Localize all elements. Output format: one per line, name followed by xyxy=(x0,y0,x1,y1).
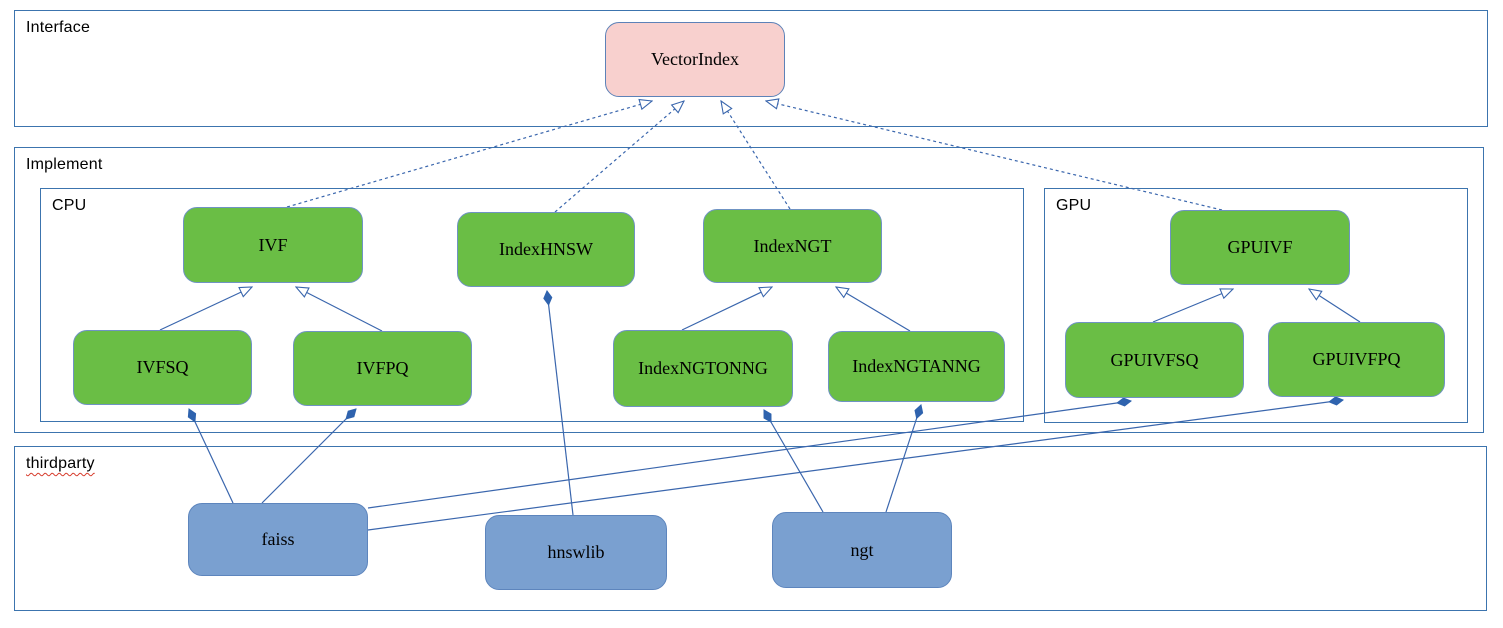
node-ivfpq[interactable]: IVFPQ xyxy=(293,331,472,406)
node-indexngtonng[interactable]: IndexNGTONNG xyxy=(613,330,793,407)
node-faiss[interactable]: faiss xyxy=(188,503,368,576)
node-vectorindex-label: VectorIndex xyxy=(651,49,739,69)
node-ivf-label: IVF xyxy=(258,234,288,255)
node-gpuivf[interactable]: GPUIVF xyxy=(1170,210,1350,285)
node-gpuivfsq[interactable]: GPUIVFSQ xyxy=(1065,322,1244,398)
node-gpuivfsq-label: GPUIVFSQ xyxy=(1110,349,1199,370)
node-indexngtanng-label: IndexNGTANNG xyxy=(852,356,981,376)
node-indexhnsw[interactable]: IndexHNSW xyxy=(457,212,635,287)
node-gpuivf-label: GPUIVF xyxy=(1227,237,1293,257)
section-gpu-label: GPU xyxy=(1056,197,1092,214)
node-gpuivfpq[interactable]: GPUIVFPQ xyxy=(1268,322,1445,397)
node-faiss-label: faiss xyxy=(261,529,295,549)
node-ivfsq-label: IVFSQ xyxy=(136,357,189,377)
node-ivfsq[interactable]: IVFSQ xyxy=(73,330,252,405)
node-ivf[interactable]: IVF xyxy=(183,207,363,283)
node-indexhnsw-label: IndexHNSW xyxy=(499,239,593,259)
node-indexngt[interactable]: IndexNGT xyxy=(703,209,882,283)
section-cpu-label: CPU xyxy=(52,197,87,214)
node-hnswlib[interactable]: hnswlib xyxy=(485,515,667,590)
section-thirdparty-label: thirdparty xyxy=(26,455,95,472)
node-gpuivfpq-label: GPUIVFPQ xyxy=(1312,349,1401,369)
node-vectorindex[interactable]: VectorIndex xyxy=(605,22,785,97)
node-ivfpq-label: IVFPQ xyxy=(356,358,409,378)
node-ngt-label: ngt xyxy=(850,539,874,560)
node-indexngtanng[interactable]: IndexNGTANNG xyxy=(828,331,1005,402)
section-interface-label: Interface xyxy=(26,19,91,36)
node-ngt[interactable]: ngt xyxy=(772,512,952,588)
node-hnswlib-label: hnswlib xyxy=(547,542,605,562)
node-indexngt-label: IndexNGT xyxy=(753,235,832,256)
section-implement-label: Implement xyxy=(26,156,103,173)
node-indexngtonng-label: IndexNGTONNG xyxy=(638,358,768,378)
